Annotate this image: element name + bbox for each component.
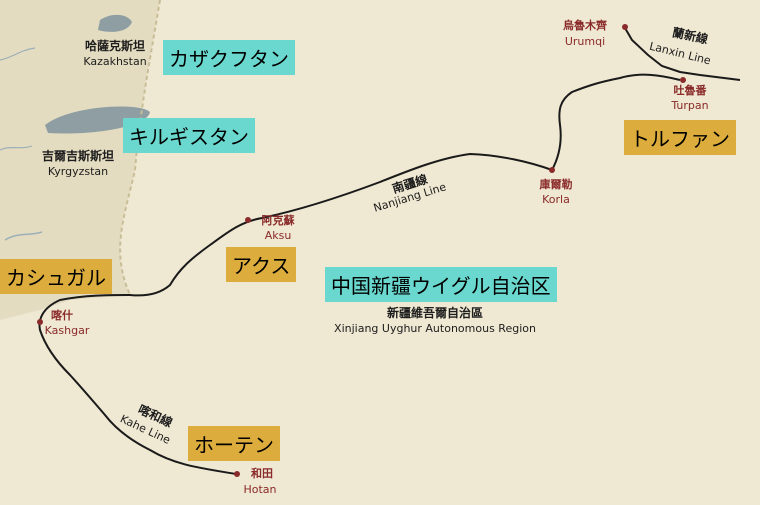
romaji-box-kyrgyzstan: キルギスタン (123, 118, 255, 153)
railway-lanxin-line (624, 27, 741, 81)
river (4, 231, 43, 241)
city-label-aksu-cn: 阿克蘇 (261, 214, 295, 227)
country-label-kyrgyzstan-en: Kyrgyzstan (47, 165, 109, 178)
city-label-urumqi-cn: 烏魯木齊 (563, 19, 607, 32)
region-label-cn: 新疆維吾爾自治區 (386, 306, 484, 320)
neighbour-country-area (0, 0, 160, 320)
city-dot-kashgar (37, 319, 43, 325)
national-border (119, 0, 161, 296)
lake-balkhash (98, 14, 132, 32)
romaji-box-kazakhstan: カザクフタン (163, 40, 295, 75)
romaji-box-aksu: アクス (226, 247, 297, 282)
city-label-korla-en: Korla (542, 193, 570, 206)
romaji-box-xinjiang: 中国新疆ウイグル自治区 (325, 267, 557, 302)
city-label-urumqi-en: Urumqi (564, 35, 606, 48)
romaji-box-turpan: トルファン (624, 120, 736, 155)
romaji-box-kashgar: カシュガル (0, 259, 112, 294)
city-label-turpan-en: Turpan (671, 99, 709, 112)
region-label-en: Xinjiang Uyghur Autonomous Region (334, 322, 536, 335)
city-dot-korla (549, 167, 555, 173)
romaji-box-hotan: ホーテン (188, 426, 280, 461)
city-label-kashgar-en: Kashgar (44, 324, 90, 337)
city-dot-turpan (680, 77, 686, 83)
city-label-hotan-cn: 和田 (251, 467, 273, 480)
city-dot-hotan (234, 471, 240, 477)
river (0, 145, 33, 151)
river (0, 47, 36, 61)
country-label-kazakhstan-cn: 哈薩克斯坦 (84, 39, 146, 53)
railway-nanjiang-line (38, 73, 681, 475)
country-label-kyrgyzstan-cn: 吉爾吉斯斯坦 (41, 149, 115, 163)
city-dot-aksu (245, 217, 251, 223)
city-label-turpan-cn: 吐魯番 (673, 84, 707, 97)
city-label-kashgar-cn: 喀什 (51, 309, 73, 322)
city-label-hotan-en: Hotan (243, 483, 277, 496)
country-label-kazakhstan-en: Kazakhstan (83, 55, 147, 68)
city-label-korla-cn: 庫爾勒 (539, 178, 573, 191)
city-label-aksu-en: Aksu (264, 229, 292, 242)
city-dot-urumqi (622, 24, 628, 30)
